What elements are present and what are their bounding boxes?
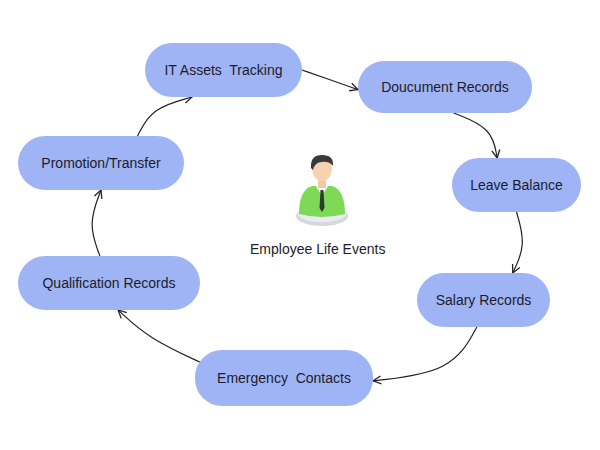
node-label: Promotion/Transfer [41,155,160,172]
node-label: Salary Records [436,292,532,309]
node-label: Emergency Contacts [217,370,351,387]
flow-arrow [118,310,204,364]
process-pill: Qualification Records [18,256,200,310]
employee-icon [282,140,362,230]
flow-arrow [92,190,101,256]
process-pill: Doucument Records [358,61,532,113]
flow-arrow [138,97,193,136]
flow-arrow [454,113,497,158]
flow-arrow [513,212,523,273]
process-pill: Promotion/Transfer [18,136,184,190]
node-label: Doucument Records [381,79,509,96]
center-caption: Employee Life Events [250,241,385,257]
process-pill: Leave Balance [452,158,581,212]
process-pill: Emergency Contacts [195,350,373,406]
node-label: Leave Balance [470,177,563,194]
process-pill: Salary Records [417,273,550,327]
flow-arrow [302,70,358,90]
node-label: Qualification Records [42,275,175,292]
process-pill: IT Assets Tracking [145,43,302,97]
flow-arrow [373,327,477,381]
node-label: IT Assets Tracking [164,62,282,79]
